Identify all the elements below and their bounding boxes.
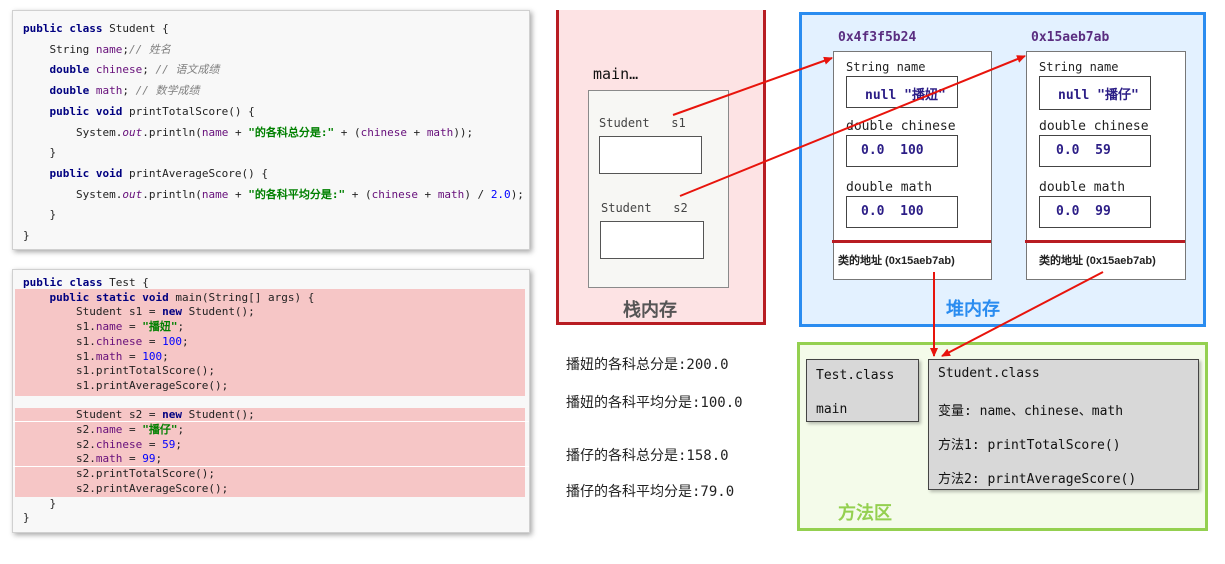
object2-math-value: 0.0 99 bbox=[1056, 204, 1111, 219]
main-frame: Student s1 Student s2 bbox=[588, 90, 729, 288]
student-class-method2: 方法2: printAverageScore() bbox=[938, 472, 1137, 487]
test-code-line: s2.printTotalScore(); bbox=[23, 467, 216, 481]
object1-name-box: null "播妞" bbox=[846, 76, 958, 108]
object1-name-label: String name bbox=[846, 60, 926, 74]
object2-chinese-label: double chinese bbox=[1039, 119, 1149, 134]
arrow-s1-to-object1 bbox=[672, 56, 833, 116]
object2-name-label: String name bbox=[1039, 60, 1119, 74]
output-line-2: 播妞的各科平均分是:100.0 bbox=[566, 395, 743, 411]
test-code-line: s1.printTotalScore(); bbox=[23, 364, 216, 378]
object1-math-value: 0.0 100 bbox=[861, 204, 924, 219]
student-code-line: public void printAverageScore() { bbox=[23, 166, 269, 180]
test-code-line: s2.chinese = 59; bbox=[23, 437, 182, 451]
student-class-method1: 方法1: printTotalScore() bbox=[938, 438, 1121, 453]
object2-math-box: 0.0 99 bbox=[1039, 196, 1151, 228]
heap-title: 堆内存 bbox=[946, 299, 1000, 320]
object1-address: 0x4f3f5b24 bbox=[838, 30, 917, 45]
method-area: Test.class main Student.class 变量: name、c… bbox=[797, 342, 1208, 531]
test-code-line: public static void main(String[] args) { bbox=[23, 290, 315, 304]
student-code-line: public class Student { bbox=[23, 22, 169, 35]
test-code-panel: public class Test { public static void m… bbox=[12, 269, 530, 533]
student-class-box: Student.class 变量: name、chinese、math 方法1:… bbox=[928, 359, 1199, 490]
var-s2-label: Student s2 bbox=[601, 201, 688, 215]
test-code-line: s1.math = 100; bbox=[23, 349, 169, 363]
test-class-name: Test.class bbox=[816, 368, 895, 383]
object2-divider bbox=[1025, 240, 1185, 243]
object2-name-value: null "播仔" bbox=[1058, 88, 1139, 103]
test-code-line: s2.name = "播仔"; bbox=[23, 423, 185, 436]
object1-chinese-value: 0.0 100 bbox=[861, 143, 924, 158]
student-code-panel: public class Student { String name;// 姓名… bbox=[12, 10, 530, 250]
arrow-s2-to-object2 bbox=[679, 55, 1026, 197]
object2-chinese-box: 0.0 59 bbox=[1039, 135, 1151, 167]
test-class-method: main bbox=[816, 402, 848, 417]
main-frame-label: main… bbox=[593, 65, 639, 83]
test-code-line: s2.math = 99; bbox=[23, 452, 163, 466]
test-code-line: s2.printAverageScore(); bbox=[23, 481, 229, 495]
object2-chinese-value: 0.0 59 bbox=[1056, 143, 1111, 158]
object1-chinese-label: double chinese bbox=[846, 119, 956, 134]
output-line-3: 播仔的各科总分是:158.0 bbox=[566, 448, 729, 464]
var-s2-slot bbox=[600, 221, 704, 259]
student-code-line: System.out.println(name + "的各科总分是:" + (c… bbox=[23, 125, 474, 139]
test-code-line: public class Test { bbox=[23, 276, 149, 289]
object1-class-address: 类的地址 (0x15aeb7ab) bbox=[838, 255, 955, 267]
output-line-1: 播妞的各科总分是:200.0 bbox=[566, 357, 729, 373]
object1-chinese-box: 0.0 100 bbox=[846, 135, 958, 167]
student-code-line: } bbox=[23, 208, 57, 222]
test-code-line: s1.printAverageScore(); bbox=[23, 378, 229, 392]
object2: String name null "播仔" double chinese 0.0… bbox=[1025, 51, 1186, 280]
heap-memory: 0x4f3f5b24 String name null "播妞" double … bbox=[799, 12, 1206, 327]
student-code-line: double chinese; // 语文成绩 bbox=[23, 63, 220, 77]
test-code-line: s1.chinese = 100; bbox=[23, 334, 189, 348]
output-line-4: 播仔的各科平均分是:79.0 bbox=[566, 484, 735, 500]
arrow-object2-to-class bbox=[941, 271, 1104, 357]
object2-name-box: null "播仔" bbox=[1039, 76, 1151, 110]
student-code-line: System.out.println(name + "的各科平均分是:" + (… bbox=[23, 187, 524, 201]
method-area-title: 方法区 bbox=[838, 503, 892, 524]
highlight-s1-block bbox=[15, 289, 525, 396]
object1-divider bbox=[832, 240, 991, 243]
student-code-line: } bbox=[23, 146, 57, 160]
var-s1-slot bbox=[599, 136, 702, 174]
test-class-box: Test.class main bbox=[806, 359, 919, 422]
student-code-line: String name;// 姓名 bbox=[23, 42, 171, 56]
student-code-line: double math; // 数学成绩 bbox=[23, 84, 200, 98]
object1: String name null "播妞" double chinese 0.0… bbox=[832, 51, 992, 280]
test-code-line: Student s2 = new Student(); bbox=[23, 408, 255, 422]
test-code-line: Student s1 = new Student(); bbox=[23, 305, 255, 319]
student-class-vars: 变量: name、chinese、math bbox=[938, 404, 1124, 419]
stack-memory: main… Student s1 Student s2 栈内存 bbox=[556, 10, 766, 325]
object2-address: 0x15aeb7ab bbox=[1031, 30, 1110, 45]
student-class-name: Student.class bbox=[938, 366, 1040, 381]
test-code-line: } bbox=[23, 511, 30, 525]
object1-math-label: double math bbox=[846, 180, 933, 195]
stack-title: 栈内存 bbox=[623, 300, 677, 321]
student-code-line: } bbox=[23, 229, 30, 242]
var-s1-label: Student s1 bbox=[599, 116, 686, 130]
student-code-line: public void printTotalScore() { bbox=[23, 104, 255, 118]
object2-class-address: 类的地址 (0x15aeb7ab) bbox=[1039, 255, 1156, 267]
object1-math-box: 0.0 100 bbox=[846, 196, 958, 228]
test-code-line: s1.name = "播妞"; bbox=[23, 320, 185, 334]
test-code-line: } bbox=[23, 496, 57, 510]
object2-math-label: double math bbox=[1039, 180, 1126, 195]
highlight-s2-block bbox=[15, 408, 525, 497]
